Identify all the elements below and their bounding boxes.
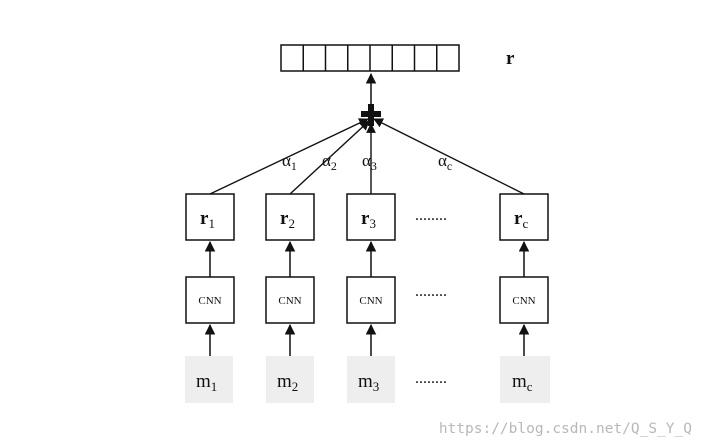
repr-box-c (499, 193, 549, 241)
repr-label-2: r2 (280, 208, 295, 231)
cnn-box-3 (346, 276, 396, 324)
repr-box-1 (185, 193, 235, 241)
cnn-label-c: CNN (512, 295, 535, 307)
edge-2 (289, 120, 370, 195)
edge-c (373, 118, 525, 195)
cnn-label-2: CNN (278, 295, 301, 307)
repr-box-2 (265, 193, 315, 241)
cnn-label-1: CNN (198, 295, 221, 307)
input-box-1 (185, 356, 233, 403)
ellipsis-input-row: ........ (415, 370, 447, 387)
weight-label-3: α3 (362, 151, 377, 173)
column-c: rc CNN mc (499, 193, 550, 403)
attention-edges (209, 118, 525, 195)
cnn-box-2 (265, 276, 315, 324)
cnn-label-3: CNN (359, 295, 382, 307)
input-label-2: m2 (277, 371, 298, 394)
input-box-2 (266, 356, 314, 403)
ellipsis-repr-row: ........ (415, 207, 447, 224)
cnn-box-c (499, 276, 549, 324)
column-2: r2 CNN m2 (265, 193, 315, 403)
edge-1 (209, 118, 369, 195)
weight-label-2: α2 (322, 151, 337, 173)
input-box-c (500, 356, 550, 403)
column-3: r3 CNN m3 (346, 193, 396, 403)
repr-box-3 (346, 193, 396, 241)
output-vector (280, 44, 460, 72)
watermark-text: https://blog.csdn.net/Q_S_Y_Q (439, 421, 692, 437)
repr-label-3: r3 (361, 208, 376, 231)
input-label-3: m3 (358, 371, 379, 394)
weight-label-1: α1 (282, 151, 297, 173)
input-label-1: m1 (196, 371, 217, 394)
input-box-3 (347, 356, 395, 403)
weight-label-c: αc (438, 151, 452, 173)
repr-label-1: r1 (200, 208, 215, 231)
ellipsis-cnn-row: ........ (415, 283, 447, 300)
repr-label-c: rc (514, 208, 528, 231)
output-label: r (506, 48, 515, 69)
column-1: r1 CNN m1 (185, 193, 235, 403)
input-label-c: mc (512, 371, 533, 394)
plus-icon (361, 104, 381, 126)
